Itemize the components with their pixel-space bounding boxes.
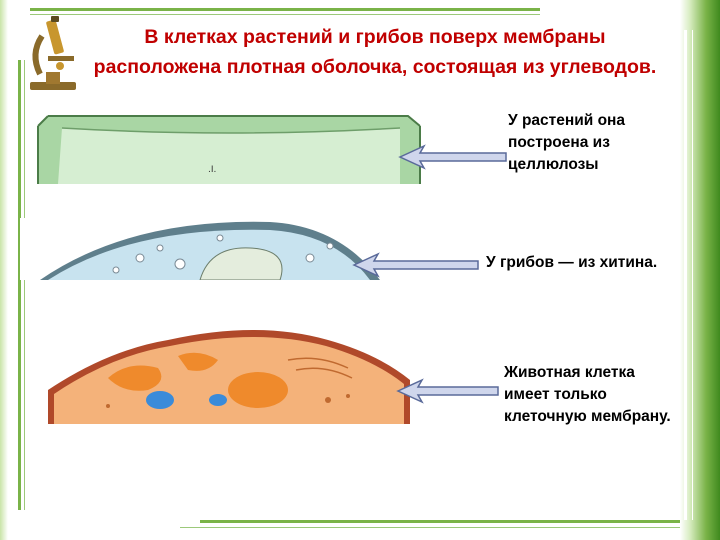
fungi-cell-image: [20, 218, 392, 280]
right-deco-line-2: [692, 30, 693, 520]
fungi-arrow-icon: [352, 252, 480, 283]
plant-cell-image: .I.: [28, 112, 450, 184]
animal-caption: Животная клетка имеет только клеточную м…: [504, 364, 671, 425]
bottom-deco-line-2: [180, 527, 680, 528]
left-deco-line-2: [24, 60, 25, 510]
top-deco-line: [30, 8, 540, 11]
animal-cell-image: [48, 320, 410, 424]
bottom-deco-line: [200, 520, 680, 523]
fungi-caption: У грибов — из хитина.: [486, 254, 658, 271]
plant-caption: У растений она построена из целлюлозы: [508, 112, 626, 173]
svg-text:.I.: .I.: [208, 165, 216, 175]
slide-title: В клетках растений и грибов поверх мембр…: [93, 26, 657, 78]
right-deco-line: [684, 30, 687, 520]
left-accent-bar: [0, 0, 8, 540]
top-deco-line-2: [30, 14, 540, 15]
plant-arrow-icon: [398, 144, 508, 175]
animal-arrow-icon: [396, 378, 500, 409]
microscope-icon: [24, 14, 82, 99]
left-deco-line: [18, 60, 21, 510]
